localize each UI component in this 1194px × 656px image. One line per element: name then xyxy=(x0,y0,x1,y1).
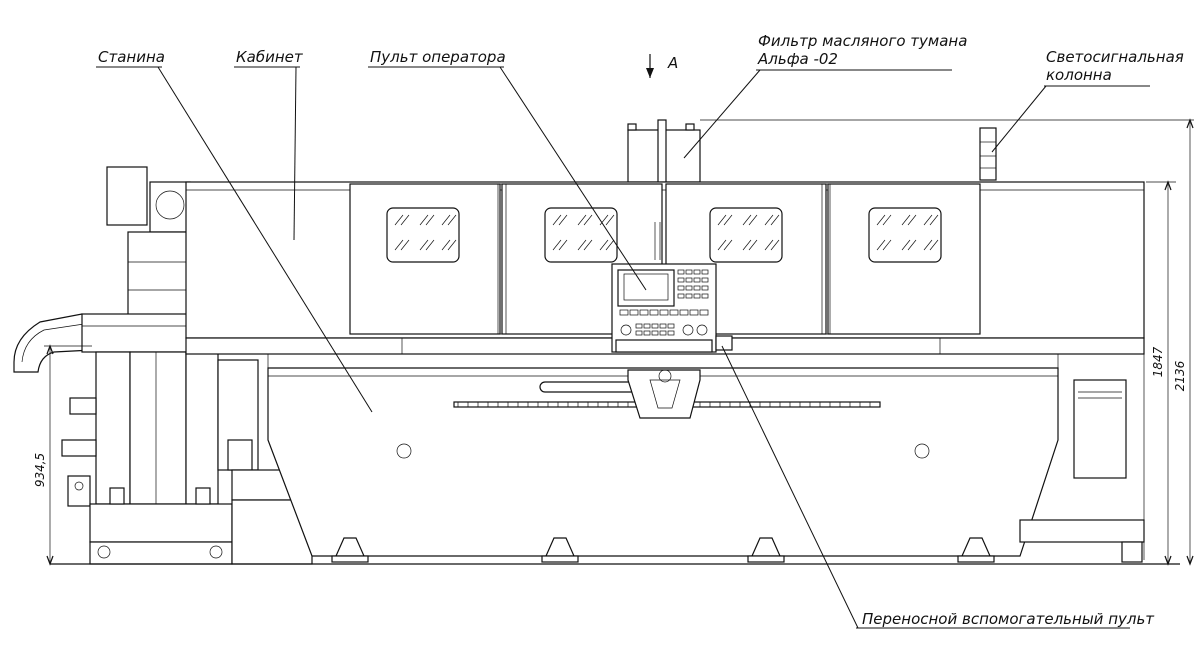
signal-column-unit xyxy=(979,127,997,181)
operator-panel xyxy=(611,263,733,353)
dim-cabinet-height: 1847 xyxy=(1151,346,1165,377)
dimensions: 2136 1847 934,5 xyxy=(33,118,1194,566)
callouts: Станина Кабинет Пульт оператора Фильтр м… xyxy=(96,32,1184,629)
label-signal-column-line2: колонна xyxy=(1046,66,1112,84)
oil-mist-filter-unit xyxy=(627,119,701,183)
label-oil-mist-filter-line2: Альфа -02 xyxy=(757,50,838,68)
window-3 xyxy=(709,207,783,263)
label-oil-mist-filter-line1: Фильтр масляного тумана xyxy=(758,32,967,50)
label-operator-panel: Пульт оператора xyxy=(370,48,506,66)
label-portable-pendant: Переносной вспомогательный пульт xyxy=(862,610,1155,628)
window-2 xyxy=(544,207,618,263)
label-cabinet: Кабинет xyxy=(236,48,304,66)
dim-overall-height: 2136 xyxy=(1173,360,1187,391)
view-marker-label: А xyxy=(667,54,678,72)
dim-frame-height: 934,5 xyxy=(33,453,47,487)
window-4 xyxy=(868,207,942,263)
frame xyxy=(267,354,1059,563)
left-side-units xyxy=(13,166,313,565)
label-signal-column-line1: Светосигнальная xyxy=(1046,48,1184,66)
view-arrow: А xyxy=(646,54,678,78)
window-1 xyxy=(386,207,460,263)
label-frame: Станина xyxy=(98,48,165,66)
right-side-units xyxy=(1019,182,1145,563)
